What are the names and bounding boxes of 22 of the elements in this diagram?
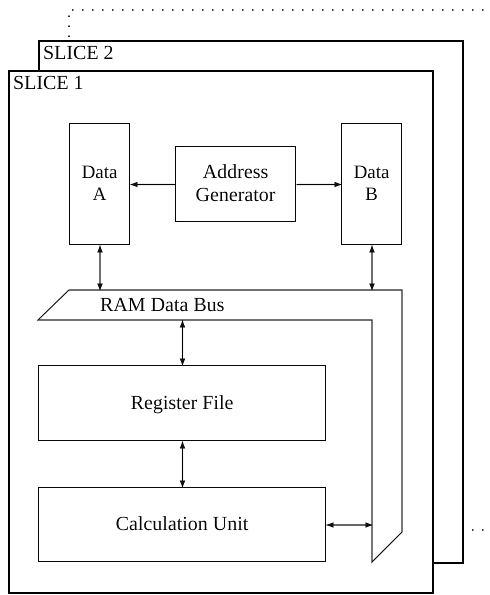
process-box [175, 146, 296, 222]
block-label: Data A [80, 162, 118, 206]
block-label: Calculation Unit [116, 513, 248, 536]
process-box [38, 487, 326, 562]
arrow [180, 442, 186, 488]
slice-panel [38, 40, 464, 70]
arrow [369, 246, 375, 290]
block-label: Address Generator [194, 161, 276, 207]
block-label: Data B [352, 162, 390, 206]
slice-title: SLICE 1 [13, 71, 84, 95]
arrow [130, 182, 176, 188]
memory-box [69, 123, 130, 245]
arrow [97, 246, 103, 290]
slice-panel [8, 70, 434, 594]
arrow [180, 320, 186, 366]
arrow [326, 522, 372, 528]
slice-title: SLICE 2 [43, 41, 114, 65]
memory-box [341, 123, 402, 245]
process-box [38, 365, 326, 441]
bus-label: RAM Data Bus [100, 293, 224, 317]
block-label: Register File [130, 392, 234, 414]
arrow [296, 182, 342, 188]
